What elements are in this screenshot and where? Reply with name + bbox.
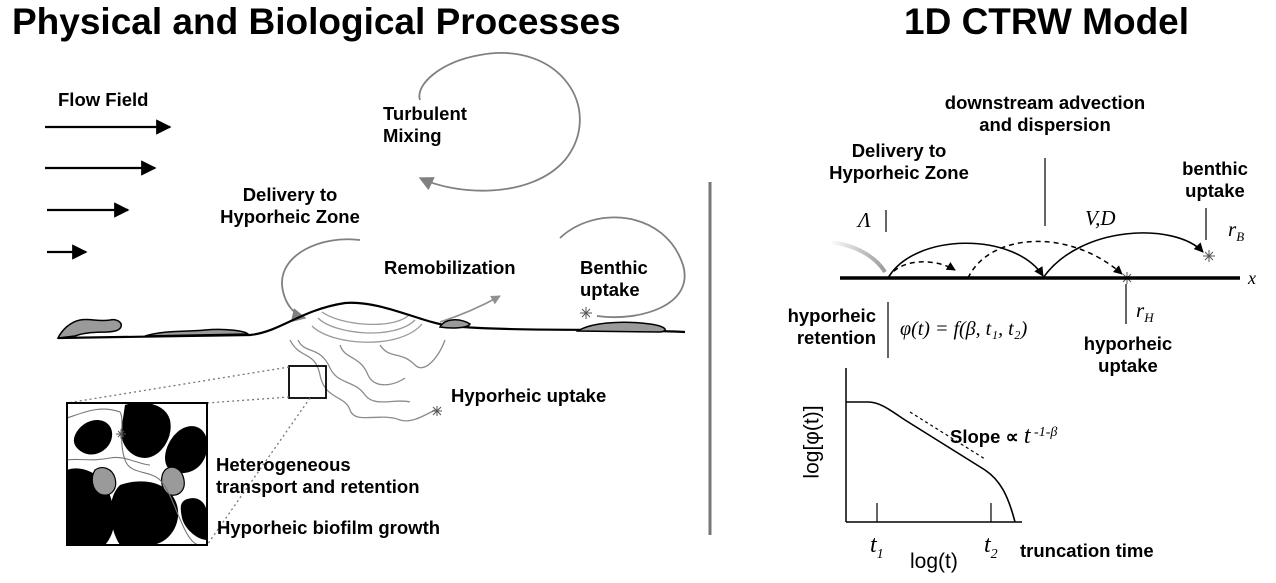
hyporheic-uptake-label-right: hyporheic uptake	[1083, 333, 1173, 376]
biofilm-patches	[56, 318, 666, 339]
bedform-flowlines	[311, 311, 423, 343]
delivery-label-left: Delivery to Hyporheic Zone	[220, 184, 360, 227]
heterogeneous-label: Heterogeneous transport and retention	[216, 454, 420, 497]
inset-porous-medium	[67, 403, 207, 545]
label-ticks	[885, 158, 1207, 358]
truncation-time-label: truncation time	[1020, 540, 1154, 561]
graph-axes	[845, 368, 1022, 523]
uptake-starbursts	[116, 250, 1215, 439]
turbulent-mixing-loop	[418, 52, 581, 192]
graph-x-label: log(t)	[910, 550, 958, 573]
incoming-delivery-arrow	[829, 240, 887, 274]
remobilization-label: Remobilization	[384, 257, 516, 278]
rh-label: rH	[1136, 298, 1154, 326]
rb-label: rB	[1228, 217, 1245, 245]
benthic-loop	[559, 216, 686, 318]
inset-frame	[66, 402, 208, 546]
biofilm-growth-label: Hyporheic biofilm growth	[217, 517, 441, 538]
hyporheic-retention-label: hyporheic retention	[787, 305, 876, 348]
delivery-label-right: Delivery to Hyporheic Zone	[829, 140, 969, 183]
graph-ticks	[876, 503, 992, 522]
delivery-loop	[281, 238, 361, 323]
x-axis-label: x	[1248, 268, 1256, 288]
hyporheic-uptake-label-left: Hyporheic uptake	[451, 385, 607, 406]
hyporheic-starburst-left	[432, 406, 442, 416]
right-panel-title: 1D CTRW Model	[904, 1, 1190, 42]
lambda-symbol: Λ	[858, 208, 871, 232]
downstream-label: downstream advection and dispersion	[944, 92, 1146, 135]
remobilization-arrow	[439, 295, 501, 323]
flow-field-arrows	[45, 119, 172, 260]
phi-curve	[846, 401, 1016, 523]
turbulent-mixing-label: Turbulent Mixing	[383, 103, 467, 146]
phi-formula: φ(t) = f(β, t₁, t₂)	[900, 318, 1028, 340]
dashed-jumps	[887, 240, 1123, 279]
benthic-starburst-right	[1203, 250, 1215, 262]
graph-y-label: log[φ(t)]	[800, 405, 824, 479]
slope-dashed-line	[909, 411, 986, 460]
vd-label: V,D	[1085, 206, 1116, 230]
t2-label: t2	[984, 532, 998, 562]
benthic-starburst-left	[580, 307, 592, 319]
hyporheic-flowpaths	[289, 339, 446, 422]
inset-starburst	[116, 429, 126, 439]
benthic-uptake-label-right: benthic uptake	[1182, 158, 1248, 201]
flow-field-label: Flow Field	[58, 89, 149, 110]
solid-jumps	[887, 232, 1204, 279]
t1-label: t1	[870, 532, 884, 562]
zoom-box	[288, 365, 327, 399]
left-panel-title: Physical and Biological Processes	[12, 1, 621, 42]
zoom-dotted-lines	[66, 366, 311, 546]
slope-label: Slope ∝ t -1-β	[950, 423, 1058, 450]
benthic-uptake-label-left: Benthic uptake	[580, 257, 648, 300]
